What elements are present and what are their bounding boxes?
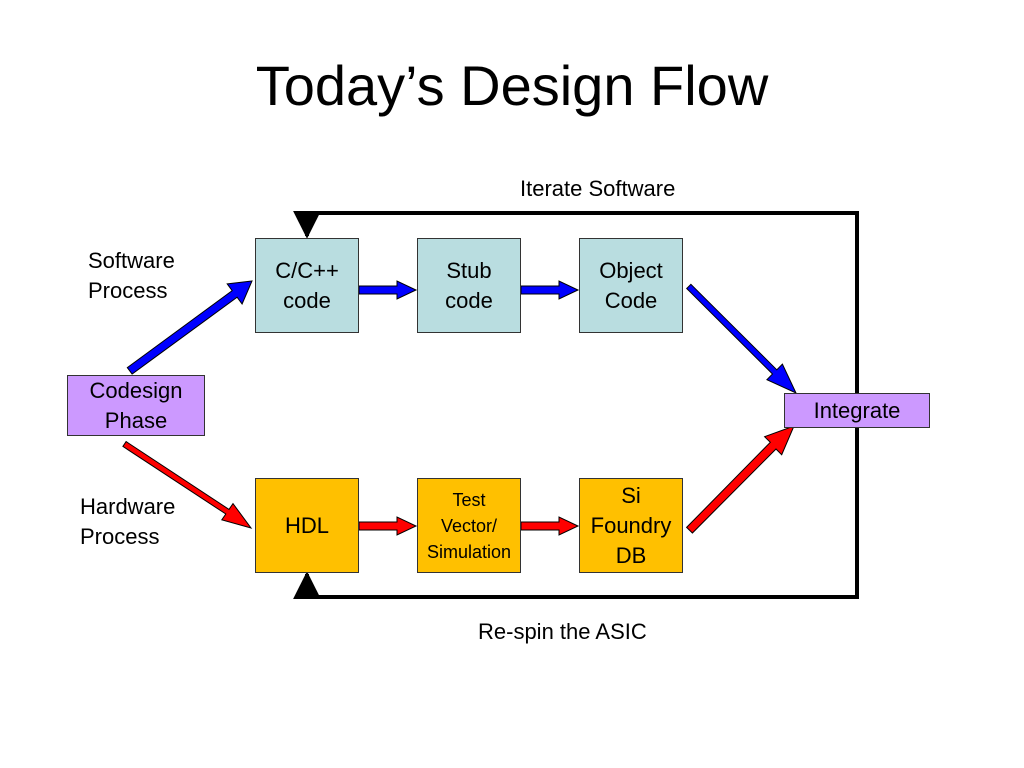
- stub-code-line-2: code: [445, 287, 493, 313]
- codesign-phase-line-2: Phase: [104, 407, 168, 433]
- cpp-code-line-2: code: [283, 287, 331, 313]
- hdl-box: HDL: [255, 478, 359, 573]
- object-code-line-2: Code: [604, 287, 658, 313]
- arrow-stub-to-object: [520, 280, 580, 300]
- integrate-label: Integrate: [813, 397, 901, 423]
- hdl-label: HDL: [284, 512, 329, 538]
- si-foundry-line-2: Foundry: [590, 512, 672, 538]
- respin-asic-loop: [293, 424, 859, 600]
- arrow-cpp-to-stub: [358, 280, 418, 300]
- arrow-codesign-to-cpp: [126, 280, 253, 375]
- iterate-software-loop: [293, 210, 859, 400]
- test-vector-simulation-box: Test Vector/ Simulation: [417, 478, 521, 573]
- test-vector-line-1: Test: [452, 489, 486, 510]
- software-process-line-2: Process: [88, 278, 168, 303]
- object-code-line-1: Object: [599, 257, 663, 283]
- codesign-phase-box: Codesign Phase: [67, 375, 205, 436]
- arrow-hdl-to-test: [358, 516, 418, 536]
- test-vector-line-3: Simulation: [426, 541, 512, 562]
- stub-code-box: Stub code: [417, 238, 521, 333]
- cpp-code-box: C/C++ code: [255, 238, 359, 333]
- arrow-codesign-to-hdl: [122, 440, 253, 529]
- si-foundry-line-3: DB: [615, 542, 647, 568]
- hardware-process-line-2: Process: [80, 524, 160, 549]
- codesign-phase-line-1: Codesign: [89, 377, 183, 403]
- si-foundry-db-box: Si Foundry DB: [579, 478, 683, 573]
- respin-asic-label: Re-spin the ASIC: [478, 619, 647, 644]
- arrow-si-to-integrate: [685, 425, 795, 534]
- software-process-label: Software Process: [88, 246, 175, 306]
- integrate-box: Integrate: [784, 393, 930, 428]
- object-code-box: Object Code: [579, 238, 683, 333]
- software-process-line-1: Software: [88, 248, 175, 273]
- si-foundry-line-1: Si: [621, 482, 641, 508]
- page-title: Today’s Design Flow: [255, 54, 769, 117]
- test-vector-line-2: Vector/: [440, 515, 498, 536]
- iterate-software-label: Iterate Software: [520, 176, 676, 201]
- hardware-process-label: Hardware Process: [80, 492, 175, 552]
- arrow-object-to-integrate: [685, 283, 798, 395]
- hardware-process-line-1: Hardware: [80, 494, 176, 519]
- arrow-test-to-si: [520, 516, 580, 536]
- cpp-code-line-1: C/C++: [275, 257, 339, 283]
- stub-code-line-1: Stub: [446, 257, 492, 283]
